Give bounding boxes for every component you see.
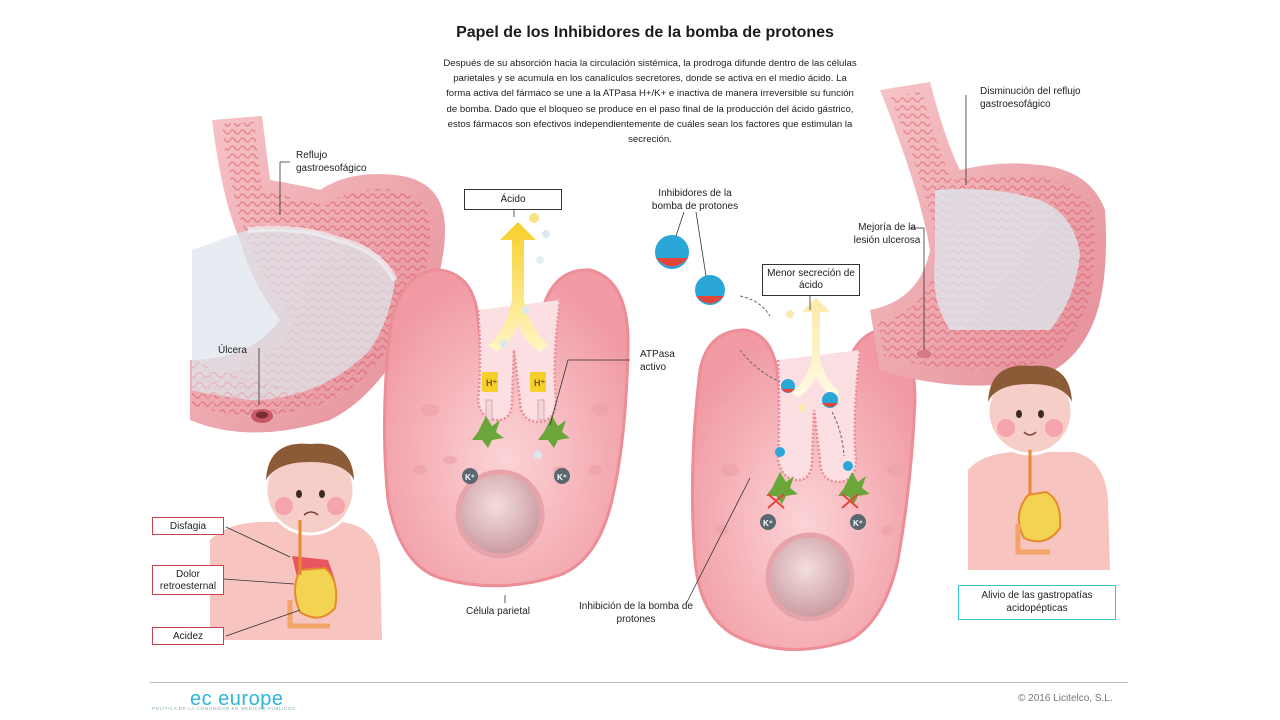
label-atpasa: ATPasa activo (640, 349, 675, 373)
left-parietal-cell (382, 210, 630, 603)
logo-tagline: POLÍTICA DE LA COMUNIDAD EN MÉDICOS PÚBL… (152, 706, 296, 711)
left-stomach (190, 116, 445, 433)
menor-secrecion-box: Menor secreción de ácido (762, 264, 860, 296)
label-reflujo: Reflujo gastroesofágico (296, 150, 367, 174)
inhibitor-molecules (655, 211, 771, 317)
right-child (968, 365, 1110, 570)
symptom-acidez: Acidez (152, 627, 224, 645)
label-mejora: Mejoría de la lesión ulcerosa (853, 222, 921, 246)
hplus-left: H⁺ (486, 378, 498, 388)
left-child (210, 443, 382, 640)
footer-divider (150, 682, 1128, 683)
label-ulcera: Úlcera (218, 345, 247, 356)
copyright: © 2016 Licitelco, S.L. (1018, 693, 1113, 704)
acid-box: Ácido (464, 189, 562, 210)
right-stomach (870, 82, 1106, 386)
page-title: Papel de los Inhibidores de la bomba de … (456, 24, 834, 41)
label-ibp: Inhibidores de la bomba de protones (651, 188, 739, 212)
symptom-disfagia: Disfagia (152, 517, 224, 535)
kplus-right-1: K⁺ (763, 519, 773, 528)
kplus-right-2: K⁺ (853, 519, 863, 528)
kplus-left-1: K⁺ (465, 473, 475, 482)
label-inhibicion: Inhibición de la bomba de protones (579, 601, 693, 625)
symptom-dolor: Dolor retroesternal (152, 565, 224, 595)
hplus-right: H⁺ (534, 378, 546, 388)
kplus-left-2: K⁺ (557, 473, 567, 482)
ec-europe-logo: ec europe (190, 688, 284, 710)
intro-paragraph: Después de su absorción hacia la circula… (443, 58, 857, 146)
right-parietal-cell (685, 294, 917, 652)
label-disminucion: Disminución del reflujo gastroesofágico (980, 86, 1081, 110)
alivio-box: Alivio de las gastropatías acidopépticas (958, 585, 1116, 620)
label-celula-parietal: Célula parietal (466, 606, 530, 617)
